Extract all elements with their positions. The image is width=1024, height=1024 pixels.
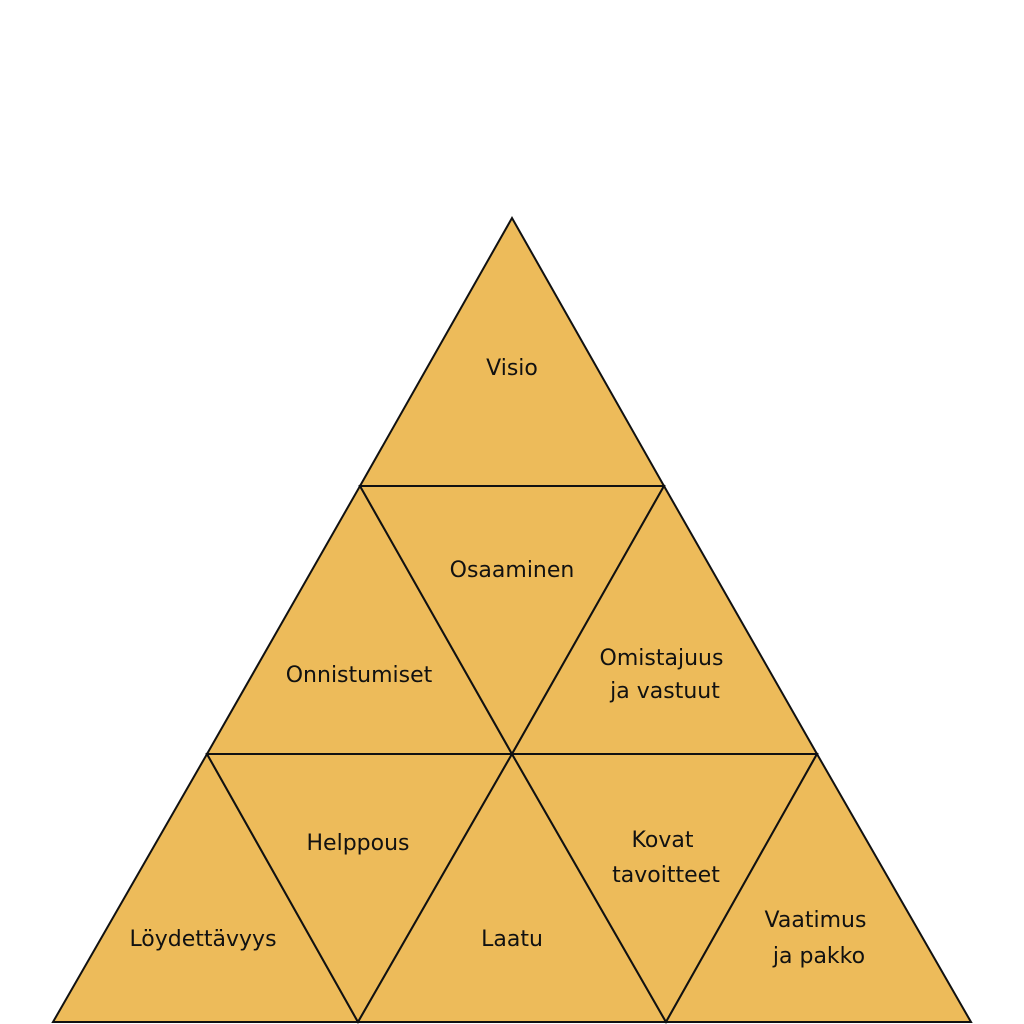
segment-visio-shape [358, 215, 666, 487]
segment-loydettavyys: Löydettävyys [51, 751, 360, 1023]
segment-helppous-label: Helppous [307, 831, 410, 856]
segment-kovat-line-1: Kovat [632, 828, 694, 853]
segment-vaatimus-label: Vaatimus ja pakko [765, 908, 874, 969]
segment-visio: Visio [358, 215, 666, 487]
segment-omistajuus-line-1: Omistajuus [600, 646, 724, 671]
segment-omistajuus-label: Omistajuus ja vastuut [600, 646, 731, 704]
segment-vaatimus-shape [664, 751, 973, 1023]
segment-omistajuus-line-2: ja vastuut [609, 679, 720, 704]
segment-vaatimus-line-1: Vaatimus [765, 908, 867, 933]
segment-visio-label: Visio [486, 356, 538, 381]
segment-kovat: Kovat tavoitteet [510, 753, 819, 1024]
segment-omistajuus: Omistajuus ja vastuut [510, 483, 819, 755]
segment-osaaminen-label: Osaaminen [450, 558, 575, 583]
segment-laatu-label: Laatu [481, 927, 543, 952]
segment-vaatimus-line-2: ja pakko [772, 944, 865, 969]
segment-kovat-line-2: tavoitteet [612, 863, 720, 888]
segment-onnistumiset-label: Onnistumiset [286, 663, 433, 688]
segment-vaatimus: Vaatimus ja pakko [664, 751, 973, 1023]
segment-kovat-label: Kovat tavoitteet [612, 828, 720, 888]
segment-loydettavyys-label: Löydettävyys [129, 927, 276, 952]
